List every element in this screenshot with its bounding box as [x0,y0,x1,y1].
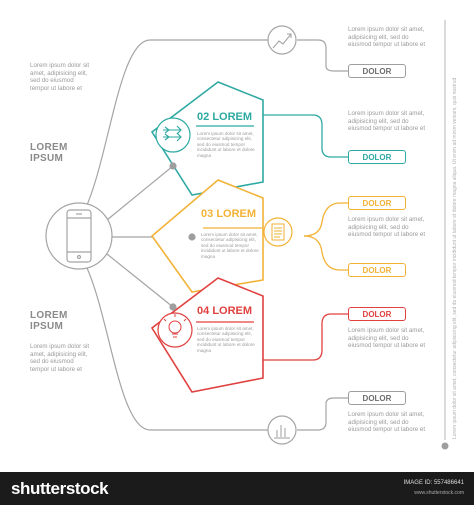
node-03-number: 03 [201,208,214,220]
node-02-text: Lorem ipsum dolor sit amet, consectetur … [197,131,255,158]
node-02-label: LOREM [212,111,253,123]
line-top-to-dolor [297,39,348,72]
diagram-canvas: Lorem ipsum dolor sit amet, adipisicing … [30,20,458,450]
document-icon [271,223,285,241]
shutterstock-logo: shutterstock [11,479,109,498]
site-url: www.shutterstock.com [414,490,464,496]
left-top-text: Lorem ipsum dolor sit amet, adipisicing … [30,62,90,92]
node-04-text: Lorem ipsum dolor sit amet, consectetur … [197,326,255,353]
lightbulb-icon [163,314,187,338]
right-text-5: Lorem ipsum dolor sit amet, adipisicing … [348,411,426,434]
dolor-pill-3a: DOLOR [348,196,406,210]
line-to-bottom-icon [86,267,268,431]
line-bottom-to-dolor [297,397,348,431]
line-to-node-04 [106,253,174,308]
dolor-pill-1: DOLOR [348,64,406,78]
footer-bar [0,472,474,505]
red-connector [263,313,348,361]
node-03-title: 03 LOREM [201,208,256,220]
smartphone-icon [66,209,92,263]
dolor-pill-3b: DOLOR [348,263,406,277]
phone-circle [45,202,113,270]
node-02-title: 02 LOREM [197,111,252,123]
dolor-pill-4: DOLOR [348,307,406,321]
dolor-pill-5: DOLOR [348,391,406,405]
node-04-number: 04 [197,305,210,317]
right-text-1: Lorem ipsum dolor sit amet, adipisicing … [348,26,426,49]
line-to-top-icon [86,39,268,206]
node-02-number: 02 [197,111,210,123]
connector-lines [45,20,449,450]
node-03-label: LOREM [216,208,257,220]
node-04-title: 04 LOREM [197,305,252,317]
left-heading-1: LOREM IPSUM [30,142,68,164]
trend-arrow-icon [272,33,292,49]
left-heading-2: LOREM IPSUM [30,310,68,332]
right-text-4: Lorem ipsum dolor sit amet, adipisicing … [348,327,426,350]
left-bottom-text: Lorem ipsum dolor sit amet, adipisicing … [30,343,90,373]
right-text-2: Lorem ipsum dolor sit amet, adipisicing … [348,110,426,133]
arrows-icon [163,125,182,142]
image-id: IMAGE ID: 557486641 [403,480,464,486]
vertical-side-text: Lorem ipsum dolor sit amet, consectetur … [452,77,458,439]
dolor-pill-2: DOLOR [348,150,406,164]
node-04-label: LOREM [212,305,253,317]
right-text-3: Lorem ipsum dolor sit amet, adipisicing … [348,216,426,239]
teal-connector [263,114,348,158]
node-03-text: Lorem ipsum dolor sit amet, consectetur … [201,232,259,259]
line-to-node-02 [106,165,174,221]
bar-chart-icon [274,425,290,439]
